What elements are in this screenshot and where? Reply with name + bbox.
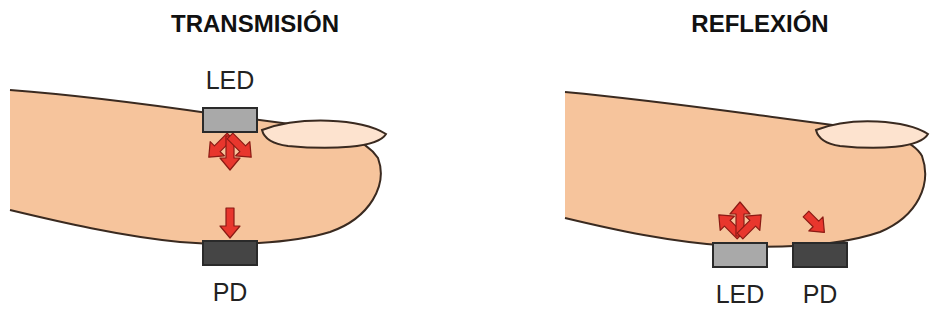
light-ray-arrow xyxy=(799,207,832,240)
light-ray-arrow xyxy=(733,208,768,243)
finger-skin xyxy=(565,92,925,247)
light-ray-arrow xyxy=(220,208,240,238)
component-label: LED xyxy=(716,282,765,307)
component-label: PD xyxy=(803,282,838,307)
component-label: LED xyxy=(206,68,255,93)
finger-outline xyxy=(10,90,381,244)
light-ray-arrow xyxy=(223,129,258,164)
panel-title: REFLEXIÓN xyxy=(691,10,828,38)
finger-skin xyxy=(10,90,381,244)
photodiode: PD xyxy=(202,240,258,266)
photodiode: PD xyxy=(792,242,848,268)
panel-title: TRANSMISIÓN xyxy=(171,10,339,38)
led-emitter: LED xyxy=(712,242,768,268)
led-emitter: LED xyxy=(202,107,258,133)
fingernail xyxy=(816,121,928,148)
fingernail xyxy=(262,121,386,148)
finger-outline xyxy=(565,92,925,247)
light-rays xyxy=(202,129,832,243)
component-label: PD xyxy=(213,280,248,305)
